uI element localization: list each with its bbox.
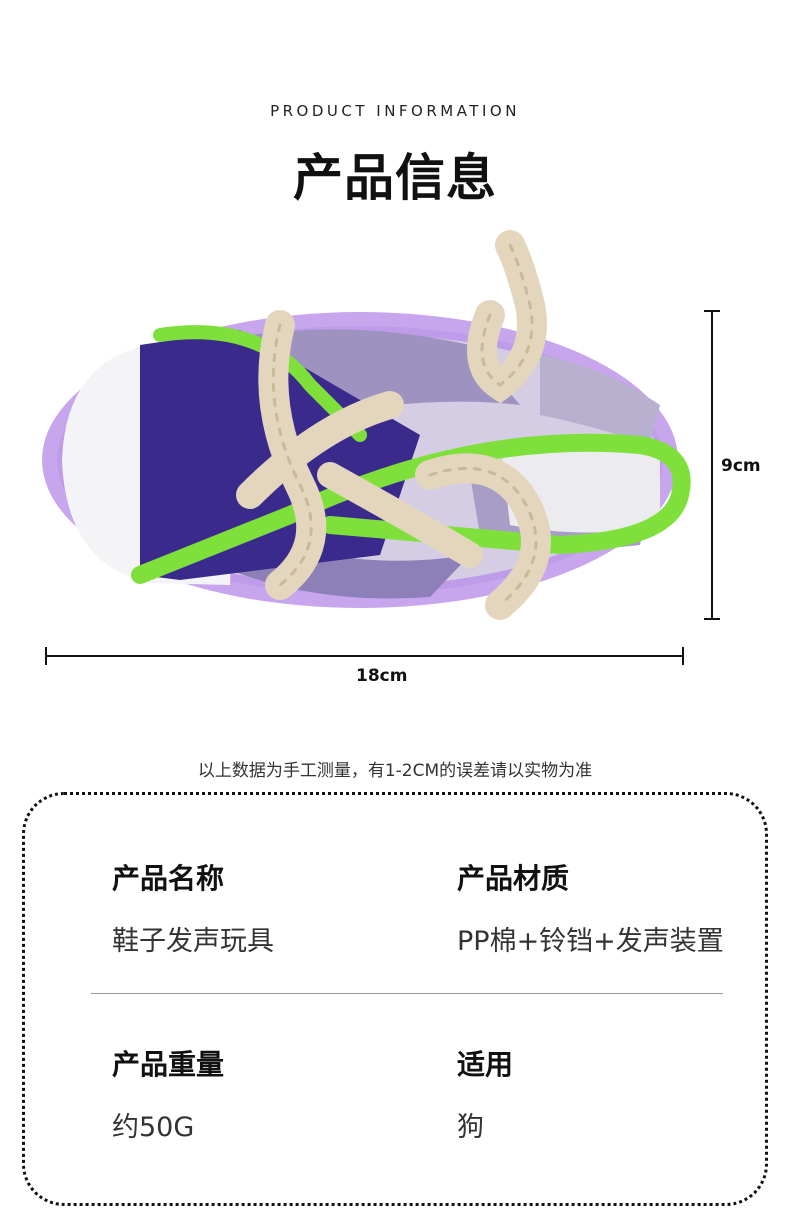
spec-weight: 产品重量 约50G — [112, 1043, 224, 1144]
width-label: 18cm — [356, 666, 408, 686]
measurement-note: 以上数据为手工测量，有1-2CM的误差请以实物为准 — [197, 761, 593, 781]
green-strap — [131, 433, 691, 584]
spec-value: 鞋子发声玩具 — [112, 926, 274, 957]
spec-divider — [91, 993, 723, 994]
spec-product-name: 产品名称 鞋子发声玩具 — [112, 857, 274, 958]
spec-box: 产品名称 鞋子发声玩具 产品材质 PP棉+铃铛+发声装置 产品重量 约50G 适… — [22, 792, 768, 1206]
page-title: 产品信息 — [293, 149, 497, 207]
spec-label: 产品名称 — [112, 862, 225, 895]
product-image — [42, 230, 720, 665]
section-subtitle: PRODUCT INFORMATION — [270, 102, 520, 120]
spec-label: 产品材质 — [457, 862, 570, 895]
height-dimension-line — [704, 310, 720, 620]
spec-suitable: 适用 狗 — [457, 1043, 513, 1144]
spec-value: PP棉+铃铛+发声装置 — [457, 926, 724, 957]
spec-label: 适用 — [457, 1048, 514, 1081]
spec-value: 约50G — [112, 1112, 195, 1143]
height-label: 9cm — [721, 456, 761, 476]
spec-value: 狗 — [457, 1112, 484, 1143]
rope-lace — [236, 230, 551, 620]
spec-label: 产品重量 — [112, 1048, 225, 1081]
width-dimension-line — [45, 647, 684, 665]
spec-material: 产品材质 PP棉+铃铛+发声装置 — [457, 857, 724, 958]
